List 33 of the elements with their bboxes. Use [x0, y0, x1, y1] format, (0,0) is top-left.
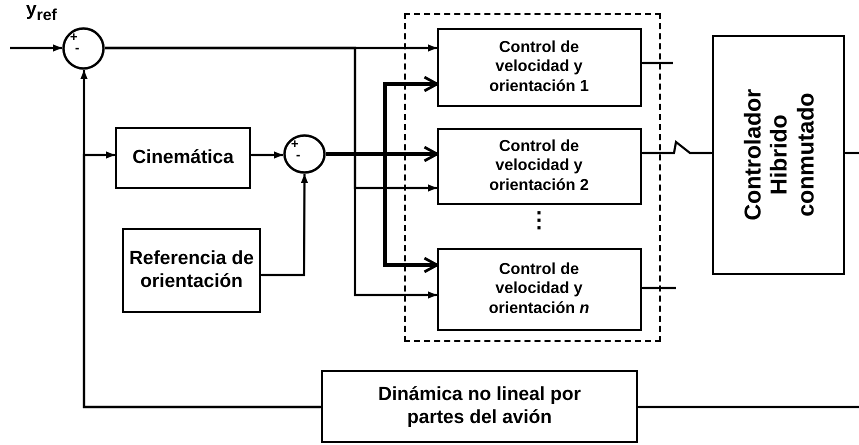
block-label: Control de velocidad y orientación 2: [488, 137, 590, 195]
arrow: [105, 46, 437, 299]
summing-junction: [283, 134, 326, 174]
block-label: Referencia de orientación: [129, 248, 254, 294]
block-box: [436, 28, 642, 106]
dashed-group-box: [404, 13, 661, 342]
connector-line: [642, 140, 712, 154]
block-label: Dinámica no lineal por partes del avión: [377, 384, 582, 430]
signal-label: y$_{ref}$: [26, 0, 57, 24]
arrow: [261, 174, 308, 276]
ellipsis-label: ⋮: [528, 208, 550, 232]
arrow: [82, 151, 321, 408]
sign-text: +: [291, 137, 299, 150]
arrow: [10, 44, 62, 52]
arrow: [251, 151, 283, 159]
block-label: Control de velocidad y orientación n: [488, 260, 590, 318]
block-box: [436, 248, 642, 330]
block-box: [436, 128, 642, 204]
block-label: Cinemática: [132, 146, 234, 170]
connector-line: [845, 152, 859, 154]
connector-line: [642, 286, 676, 290]
sign-text: -: [296, 148, 300, 161]
block-label: Controlador Hibrido conmutado: [738, 88, 818, 223]
block-label: Control de velocidad y orientación 1: [488, 38, 590, 96]
block-box: [122, 228, 261, 313]
connector-line: [638, 406, 859, 408]
sign-text: +: [70, 30, 78, 43]
block-box: [712, 35, 845, 275]
connector-line: [642, 62, 673, 64]
block-box: [321, 370, 638, 443]
sign-text: -: [75, 41, 80, 54]
block-box: [115, 127, 251, 189]
summing-junction: [62, 27, 105, 70]
